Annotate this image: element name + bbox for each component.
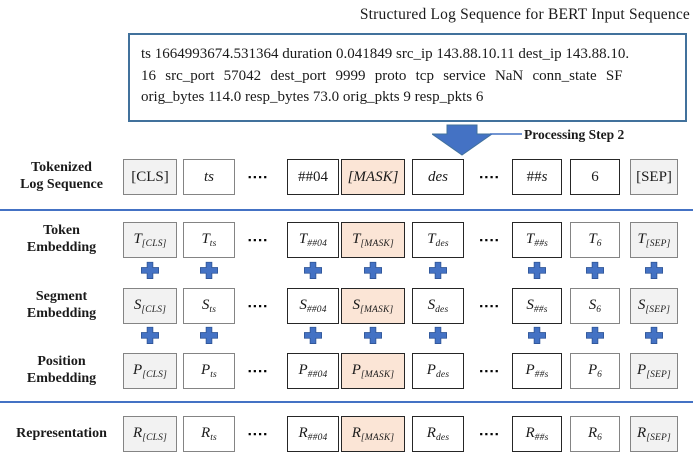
plus-row-2 <box>0 326 693 344</box>
ellipsis-dots: ▪▪▪▪ <box>479 235 501 245</box>
plus-icon <box>287 326 339 344</box>
token-mask-box: [MASK] <box>341 159 405 195</box>
embed-t-sep-box: T[SEP] <box>630 222 678 258</box>
ellipsis-dots: ▪▪▪▪ <box>248 235 269 245</box>
plus-icon <box>570 261 620 279</box>
plus-icon <box>183 261 235 279</box>
plus-icon <box>287 261 339 279</box>
token-ts-box: ts <box>183 159 235 195</box>
tokenized-row-label: Tokenized Log Sequence <box>20 160 103 192</box>
log-sequence-box: ts 1664993674.531364 duration 0.041849 s… <box>128 33 687 122</box>
embed-t-mask-box: T[MASK] <box>341 222 405 258</box>
embed-p-sub04-box: P##04 <box>287 353 339 389</box>
embed-p-mask-box: P[MASK] <box>341 353 405 389</box>
embed-t-sub04-box: T##04 <box>287 222 339 258</box>
embed-p-des-box: Pdes <box>412 353 464 389</box>
rep-sub04-box: R##04 <box>287 416 339 452</box>
rep-mask-box: R[MASK] <box>341 416 405 452</box>
token-des-box: des <box>412 159 464 195</box>
ellipsis-dots: ▪▪▪▪ <box>248 366 269 376</box>
representation-row: Representation R[CLS] Rts ▪▪▪▪ R##04 R[M… <box>0 416 693 452</box>
token-embedding-label: Token Embedding <box>26 223 97 255</box>
ellipsis-dots: ▪▪▪▪ <box>248 429 269 439</box>
segment-embedding-label: Segment Embedding <box>26 289 97 321</box>
embed-s-ts-box: Sts <box>183 288 235 324</box>
token-cls-box: [CLS] <box>123 159 177 195</box>
embed-t-cls-box: T[CLS] <box>123 222 177 258</box>
plus-row-1 <box>0 261 693 279</box>
plus-icon <box>630 326 678 344</box>
plus-icon <box>341 326 405 344</box>
rep-6-box: R6 <box>570 416 620 452</box>
position-embedding-row: Position Embedding P[CLS] Pts ▪▪▪▪ P##04… <box>0 353 693 389</box>
log-line-2: 16 src_port 57042 dest_port 9999 proto t… <box>141 67 623 84</box>
down-arrow-icon <box>432 124 522 156</box>
plus-icon <box>412 326 464 344</box>
plus-icon <box>341 261 405 279</box>
plus-icon <box>183 326 235 344</box>
ellipsis-dots: ▪▪▪▪ <box>479 172 501 182</box>
diagram-title: Structured Log Sequence for BERT Input S… <box>359 6 690 23</box>
plus-icon <box>630 261 678 279</box>
embed-p-sep-box: P[SEP] <box>630 353 678 389</box>
processing-step-label: Processing Step 2 <box>524 127 625 142</box>
embed-t-ts-box: Tts <box>183 222 235 258</box>
embed-s-cls-box: S[CLS] <box>123 288 177 324</box>
ellipsis-dots: ▪▪▪▪ <box>479 366 501 376</box>
log-line-1: ts 1664993674.531364 duration 0.041849 s… <box>141 46 630 62</box>
plus-icon <box>123 326 177 344</box>
plus-icon <box>412 261 464 279</box>
segment-embedding-row: Segment Embedding S[CLS] Sts ▪▪▪▪ S##04 … <box>0 288 693 324</box>
token-6-box: 6 <box>570 159 620 195</box>
embed-s-sep-box: S[SEP] <box>630 288 678 324</box>
log-line-3: orig_bytes 114.0 resp_bytes 73.0 orig_pk… <box>141 89 484 105</box>
rep-ts-box: Rts <box>183 416 235 452</box>
position-embedding-label: Position Embedding <box>26 354 97 386</box>
embed-s-subs-box: S##s <box>512 288 562 324</box>
representation-label: Representation <box>16 425 107 441</box>
embed-t-6-box: T6 <box>570 222 620 258</box>
plus-icon <box>123 261 177 279</box>
embed-s-mask-box: S[MASK] <box>341 288 405 324</box>
ellipsis-dots: ▪▪▪▪ <box>479 301 501 311</box>
ellipsis-dots: ▪▪▪▪ <box>479 429 501 439</box>
rep-cls-box: R[CLS] <box>123 416 177 452</box>
plus-icon <box>570 326 620 344</box>
embed-t-subs-box: T##s <box>512 222 562 258</box>
divider-line-top <box>0 209 693 211</box>
embed-p-subs-box: P##s <box>512 353 562 389</box>
rep-subs-box: R##s <box>512 416 562 452</box>
embed-s-6-box: S6 <box>570 288 620 324</box>
embed-s-sub04-box: S##04 <box>287 288 339 324</box>
ellipsis-dots: ▪▪▪▪ <box>248 301 269 311</box>
divider-line-bottom <box>0 401 693 403</box>
rep-des-box: Rdes <box>412 416 464 452</box>
plus-icon <box>512 261 562 279</box>
embed-t-des-box: Tdes <box>412 222 464 258</box>
embed-p-cls-box: P[CLS] <box>123 353 177 389</box>
embed-p-ts-box: Pts <box>183 353 235 389</box>
rep-sep-box: R[SEP] <box>630 416 678 452</box>
token-embedding-row: Token Embedding T[CLS] Tts ▪▪▪▪ T##04 T[… <box>0 222 693 258</box>
plus-icon <box>512 326 562 344</box>
token-sub04-box: ##04 <box>287 159 339 195</box>
tokenized-row: Tokenized Log Sequence [CLS] ts ▪▪▪▪ ##0… <box>0 159 693 195</box>
embed-p-6-box: P6 <box>570 353 620 389</box>
token-subs-box: ##s <box>512 159 562 195</box>
ellipsis-dots: ▪▪▪▪ <box>248 172 269 182</box>
token-sep-box: [SEP] <box>630 159 678 195</box>
embed-s-des-box: Sdes <box>412 288 464 324</box>
